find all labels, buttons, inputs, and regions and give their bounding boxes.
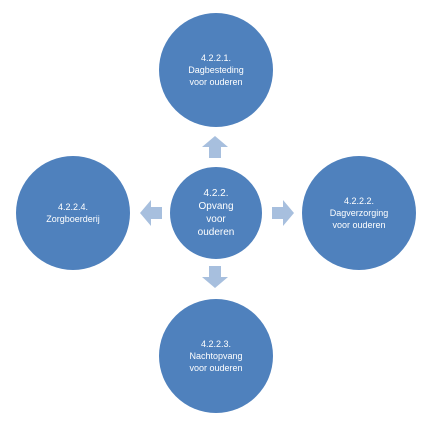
node-nachtopvang-line-2: voor ouderen — [189, 363, 243, 373]
node-dagbesteding: 4.2.2.1. Dagbesteding voor ouderen — [159, 13, 273, 127]
node-dagverzorging: 4.2.2.2. Dagverzorging voor ouderen — [302, 156, 416, 270]
node-dagbesteding-number: 4.2.2.1. — [200, 53, 232, 63]
arrow-down-icon — [202, 266, 228, 288]
node-dagverzorging-number: 4.2.2.2. — [343, 196, 375, 206]
node-dagverzorging-line-1: Dagverzorging — [329, 208, 389, 218]
node-zorgboerderij-number: 4.2.2.4. — [57, 202, 89, 212]
node-center-line-1: Opvang — [198, 201, 234, 212]
node-zorgboerderij: 4.2.2.4. Zorgboerderij — [16, 156, 130, 270]
arrow-up-icon — [202, 136, 228, 158]
node-center-line-2: voor — [206, 214, 226, 225]
node-dagverzorging-line-2: voor ouderen — [332, 220, 386, 230]
node-center-number: 4.2.2. — [203, 188, 229, 199]
node-opvang-center: 4.2.2. Opvang voor ouderen — [169, 166, 263, 260]
node-nachtopvang: 4.2.2.3. Nachtopvang voor ouderen — [159, 299, 273, 413]
node-nachtopvang-line-1: Nachtopvang — [189, 351, 243, 361]
arrow-left-icon — [140, 200, 162, 226]
arrow-right-icon — [272, 200, 294, 226]
node-dagbesteding-line-1: Dagbesteding — [188, 65, 244, 75]
node-zorgboerderij-line-1: Zorgboerderij — [46, 214, 100, 224]
node-center-line-3: ouderen — [197, 227, 235, 238]
node-dagbesteding-line-2: voor ouderen — [189, 77, 243, 87]
node-nachtopvang-number: 4.2.2.3. — [200, 339, 232, 349]
